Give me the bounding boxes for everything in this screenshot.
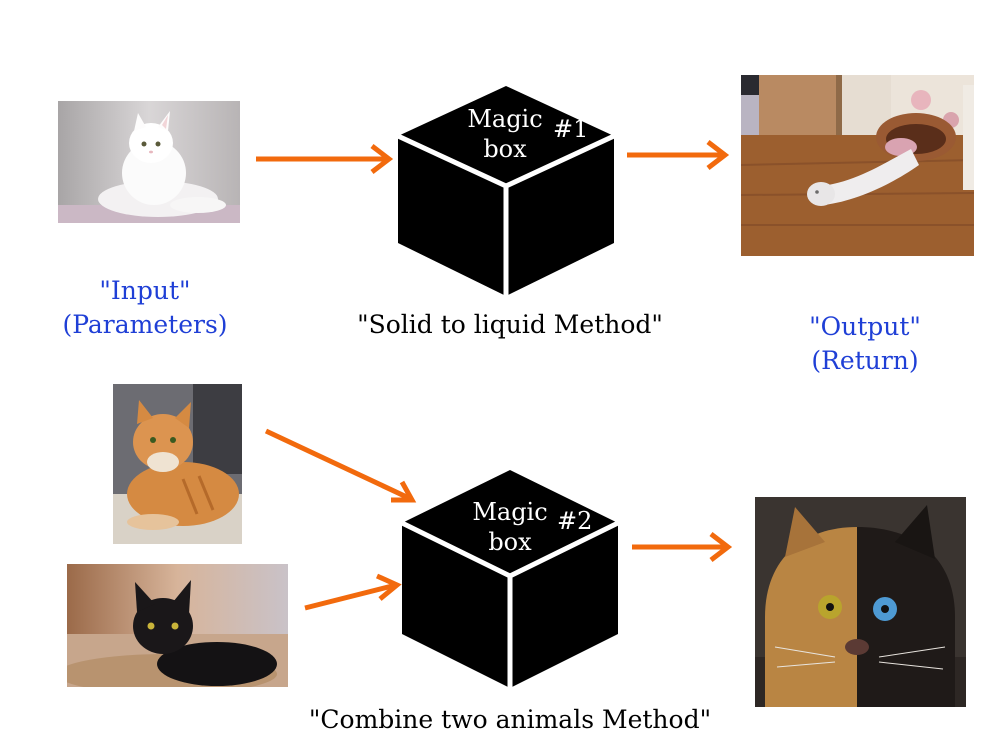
- white-cat-photo: [58, 101, 240, 223]
- magic-box-2-title-text: Magic box: [472, 498, 548, 556]
- magic-box-2-title: Magic box: [460, 497, 560, 557]
- method-2-label: "Combine two animals Method": [308, 705, 712, 734]
- magic-box-1-cube: [398, 86, 614, 296]
- ginger-cat-photo: [113, 384, 242, 544]
- black-cat-photo: [67, 564, 288, 687]
- magic-box-2-cube: [402, 470, 618, 688]
- magic-box-1-title: Magic box: [455, 104, 555, 164]
- arrow-black-cat-to-box2: [304, 573, 402, 611]
- method-1-label: "Solid to liquid Method": [357, 310, 663, 339]
- magic-box-1-number: #1: [553, 115, 589, 143]
- arrow-box1-to-output: [627, 140, 730, 170]
- output-label-line1: "Output": [809, 312, 921, 341]
- arrow-box2-to-output: [632, 532, 733, 562]
- chimera-cat-photo: [755, 497, 966, 707]
- arrow-ginger-cat-to-box2: [264, 428, 417, 503]
- liquid-cat-photo: [741, 75, 974, 256]
- arrow-input-to-box1: [256, 144, 394, 174]
- output-label-line2: (Return): [811, 346, 919, 375]
- output-label: "Output" (Return): [770, 310, 960, 378]
- input-label: "Input" (Parameters): [40, 274, 250, 342]
- magic-box-1-title-text: Magic box: [467, 105, 543, 163]
- magic-box-2-number: #2: [557, 507, 593, 535]
- input-label-line2: (Parameters): [62, 310, 228, 339]
- input-label-line1: "Input": [99, 276, 191, 305]
